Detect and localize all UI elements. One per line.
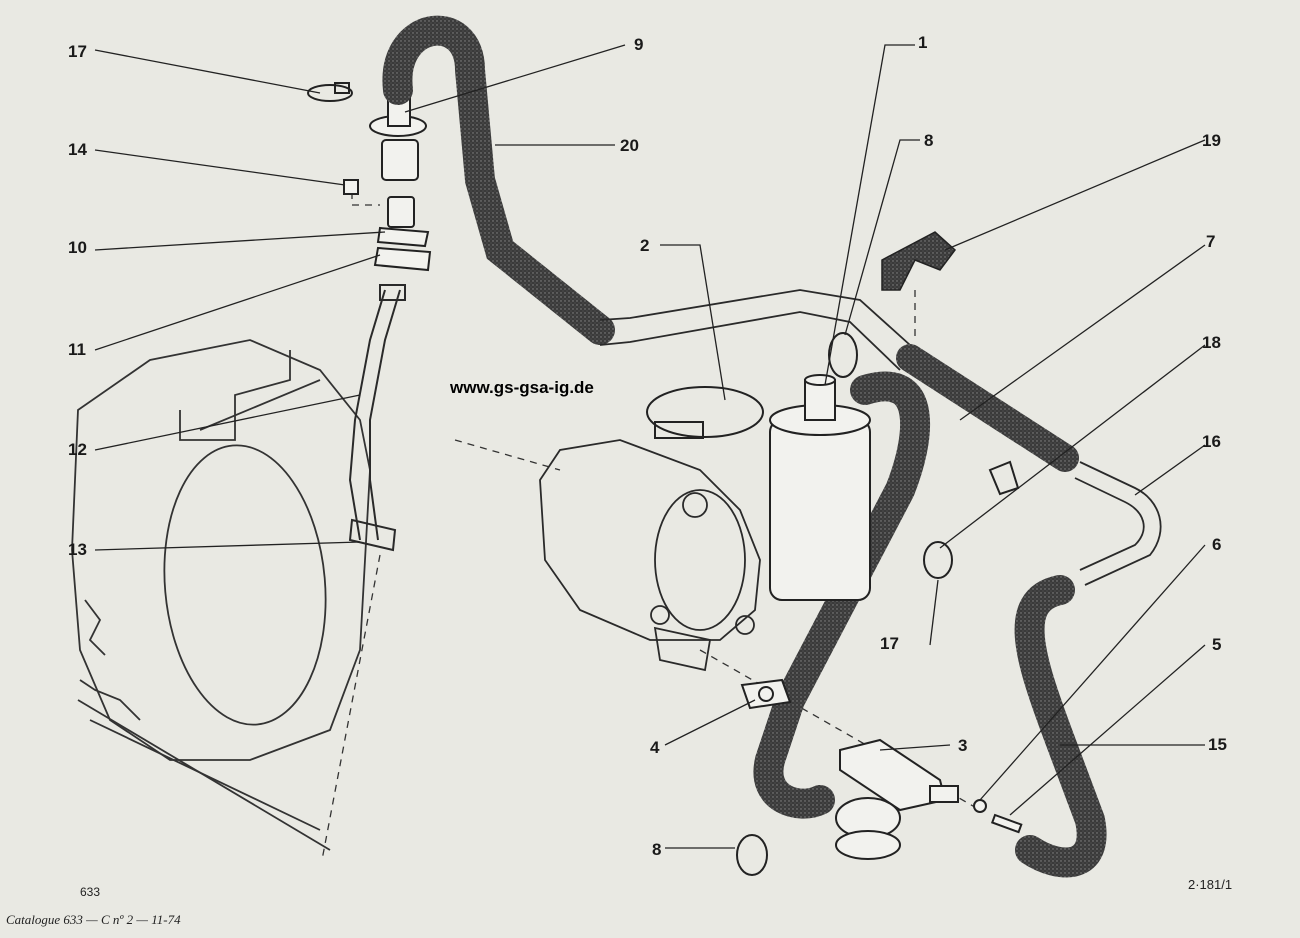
- callout-13: 13: [68, 540, 87, 559]
- callout-5: 5: [1212, 635, 1222, 654]
- dashed-guides: [321, 192, 981, 861]
- callout-11: 11: [68, 340, 86, 359]
- band-clamp-2: [646, 386, 764, 439]
- canister-1: [769, 374, 871, 601]
- gasket-4: [740, 678, 792, 710]
- housing-3: [835, 738, 959, 860]
- callout-6: 6: [1212, 535, 1222, 554]
- page-number: 633: [80, 885, 101, 899]
- callout-3: 3: [958, 736, 968, 755]
- pipe-16: [1074, 461, 1162, 586]
- bracket-19: [881, 231, 957, 291]
- callout-19: 19: [1202, 131, 1221, 150]
- catalogue-footer: Catalogue 633 — C nº 2 — 11-74: [6, 912, 181, 927]
- fitting-stack: [343, 97, 432, 272]
- hose-clamp-top: [307, 82, 353, 102]
- website-watermark: www.gs-gsa-ig.de: [450, 378, 594, 397]
- gearbox-housing: [71, 339, 371, 851]
- callout-12: 12: [68, 440, 87, 459]
- hose-20: [382, 15, 615, 345]
- leader-lines: [94, 44, 1206, 849]
- callout-7: 7: [1206, 232, 1216, 251]
- callout-17-mid: 17: [880, 634, 899, 653]
- hose-7: [896, 344, 1079, 472]
- callout-10: 10: [68, 238, 87, 257]
- callout-18: 18: [1202, 333, 1221, 352]
- compressor: [539, 439, 761, 672]
- callout-14: 14: [68, 140, 87, 159]
- hose-15: [1014, 575, 1107, 878]
- callout-8-top: 8: [924, 131, 934, 150]
- hose-8-long: [753, 371, 931, 819]
- callout-16: 16: [1202, 432, 1221, 451]
- callout-1: 1: [918, 33, 928, 52]
- callout-15: 15: [1208, 735, 1227, 754]
- callout-9: 9: [634, 35, 644, 54]
- metal-pipe: [599, 289, 911, 371]
- callout-8-bottom: 8: [652, 840, 662, 859]
- callout-17-top: 17: [68, 42, 87, 61]
- callout-2: 2: [640, 236, 650, 255]
- washer-and-screw: [973, 799, 1023, 834]
- breather-pipe: [348, 284, 406, 552]
- callout-20: 20: [620, 136, 639, 155]
- reference-code: 2·181/1: [1188, 877, 1233, 892]
- callout-4: 4: [650, 738, 660, 757]
